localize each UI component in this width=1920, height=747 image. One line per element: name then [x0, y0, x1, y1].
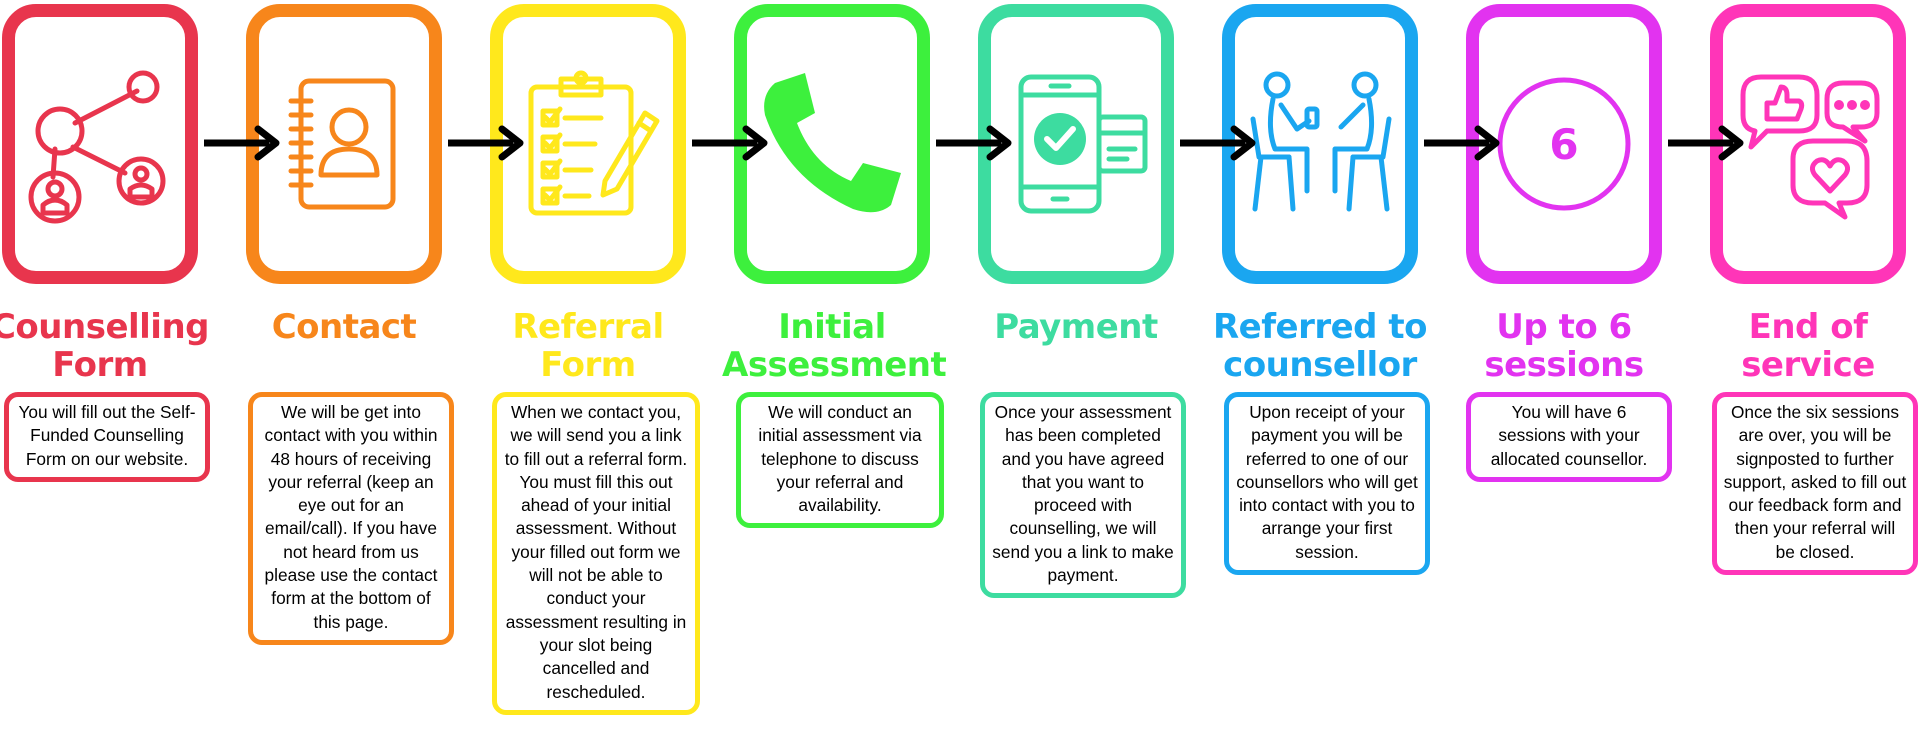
step-3-title: Referral Form: [512, 307, 664, 385]
arrow-right-icon: [1668, 125, 1744, 161]
step-5-icon-box: [978, 4, 1174, 284]
step-1-description: You will fill out the Self-Funded Counse…: [4, 392, 210, 482]
arrow-right-icon: [1180, 125, 1256, 161]
step-6-description: Upon receipt of your payment you will be…: [1224, 392, 1430, 576]
step-7-title: Up to 6 sessions: [1484, 307, 1644, 385]
step-3-description: When we contact you, we will send you a …: [492, 392, 700, 715]
arrow-right-icon: [204, 125, 280, 161]
mobile-payment-icon: [1018, 74, 1148, 214]
two-people-seated-icon: [1250, 71, 1392, 212]
step-8-description: Once the six sessions are over, you will…: [1712, 392, 1918, 576]
step-4-icon-box: [734, 4, 930, 284]
arrow-right-icon: [1424, 125, 1500, 161]
step-2-title: Contact: [271, 307, 417, 347]
arrow-right-icon: [692, 125, 768, 161]
clipboard-checklist-icon: [528, 70, 660, 216]
step-6-title: Referred to counsellor: [1213, 307, 1427, 385]
step-5-title: Payment: [994, 307, 1158, 347]
step-5-description: Once your assessment has been completed …: [980, 392, 1186, 599]
number-six-circle-icon: 6: [1497, 77, 1631, 211]
step-1-title: Counselling Form: [0, 307, 210, 385]
arrow-right-icon: [448, 125, 524, 161]
step-8-title: End of service: [1741, 307, 1875, 385]
phone-icon: [764, 73, 901, 213]
address-book-icon: [288, 78, 396, 210]
feedback-bubbles-icon: [1740, 74, 1880, 220]
step-4-title: Initial Assessment: [722, 307, 947, 385]
step-6-icon-box: [1222, 4, 1418, 284]
step-7-description: You will have 6 sessions with your alloc…: [1466, 392, 1672, 482]
share-people-icon: [28, 70, 166, 224]
step-2-description: We will be get into contact with you wit…: [248, 392, 454, 645]
step-1-icon-box: [2, 4, 198, 284]
six-digit: 6: [1549, 120, 1578, 169]
arrow-right-icon: [936, 125, 1012, 161]
step-4-description: We will conduct an initial assessment vi…: [736, 392, 944, 529]
